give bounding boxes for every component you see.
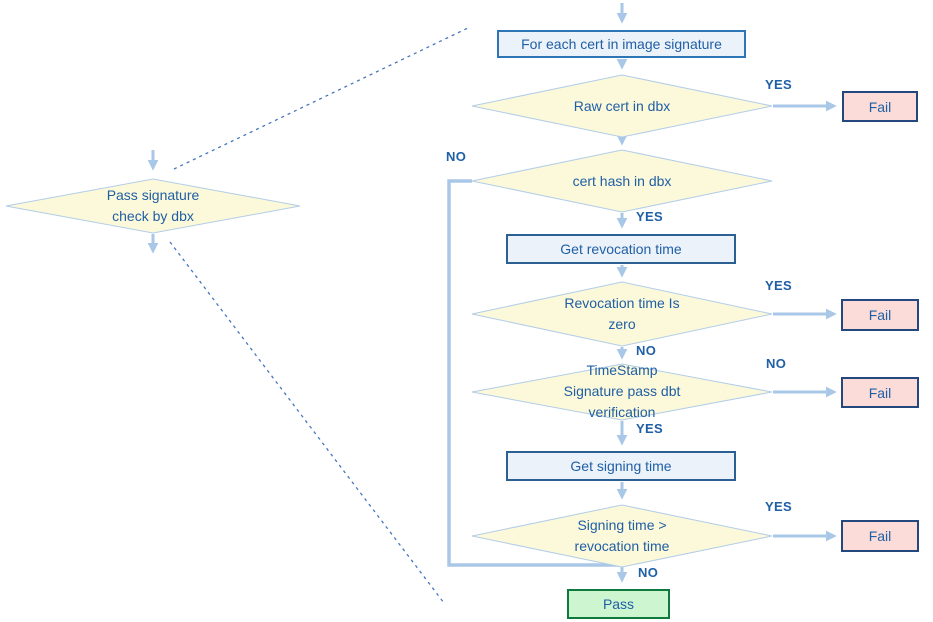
decision-signing-time-shape bbox=[471, 504, 773, 568]
decision-raw-cert-shape bbox=[471, 74, 773, 138]
fail-node-timestamp: Fail bbox=[841, 377, 919, 408]
decision-revocation-zero-shape bbox=[471, 281, 773, 347]
edge-label-cert-hash-no: NO bbox=[446, 149, 467, 164]
fail-node-raw-cert: Fail bbox=[842, 91, 918, 122]
edge-label-cert-hash-yes: YES bbox=[636, 209, 663, 224]
fail-node-revocation-zero: Fail bbox=[841, 299, 919, 331]
process-for-each-cert: For each cert in image signature bbox=[497, 30, 746, 58]
dashed-link-top bbox=[173, 26, 471, 170]
process-get-revocation-time: Get revocation time bbox=[506, 234, 736, 264]
edge-label-revocation-zero-yes: YES bbox=[765, 278, 792, 293]
decision-pass-signature-shape bbox=[5, 178, 301, 234]
process-get-signing-time: Get signing time bbox=[506, 451, 736, 481]
connector-certhash-no-loop bbox=[447, 179, 621, 567]
edge-label-revocation-zero-no: NO bbox=[636, 343, 657, 358]
decision-cert-hash-shape bbox=[471, 149, 773, 213]
edge-label-timestamp-yes: YES bbox=[636, 421, 663, 436]
dashed-link-bottom bbox=[169, 241, 445, 604]
decision-timestamp-shape bbox=[471, 363, 773, 421]
fail-node-signing-time: Fail bbox=[841, 520, 919, 552]
pass-node: Pass bbox=[567, 589, 670, 619]
edge-label-signing-yes: YES bbox=[765, 499, 792, 514]
edge-label-timestamp-no: NO bbox=[766, 356, 787, 371]
edge-label-raw-cert-yes: YES bbox=[765, 77, 792, 92]
edge-label-signing-no: NO bbox=[638, 565, 659, 580]
